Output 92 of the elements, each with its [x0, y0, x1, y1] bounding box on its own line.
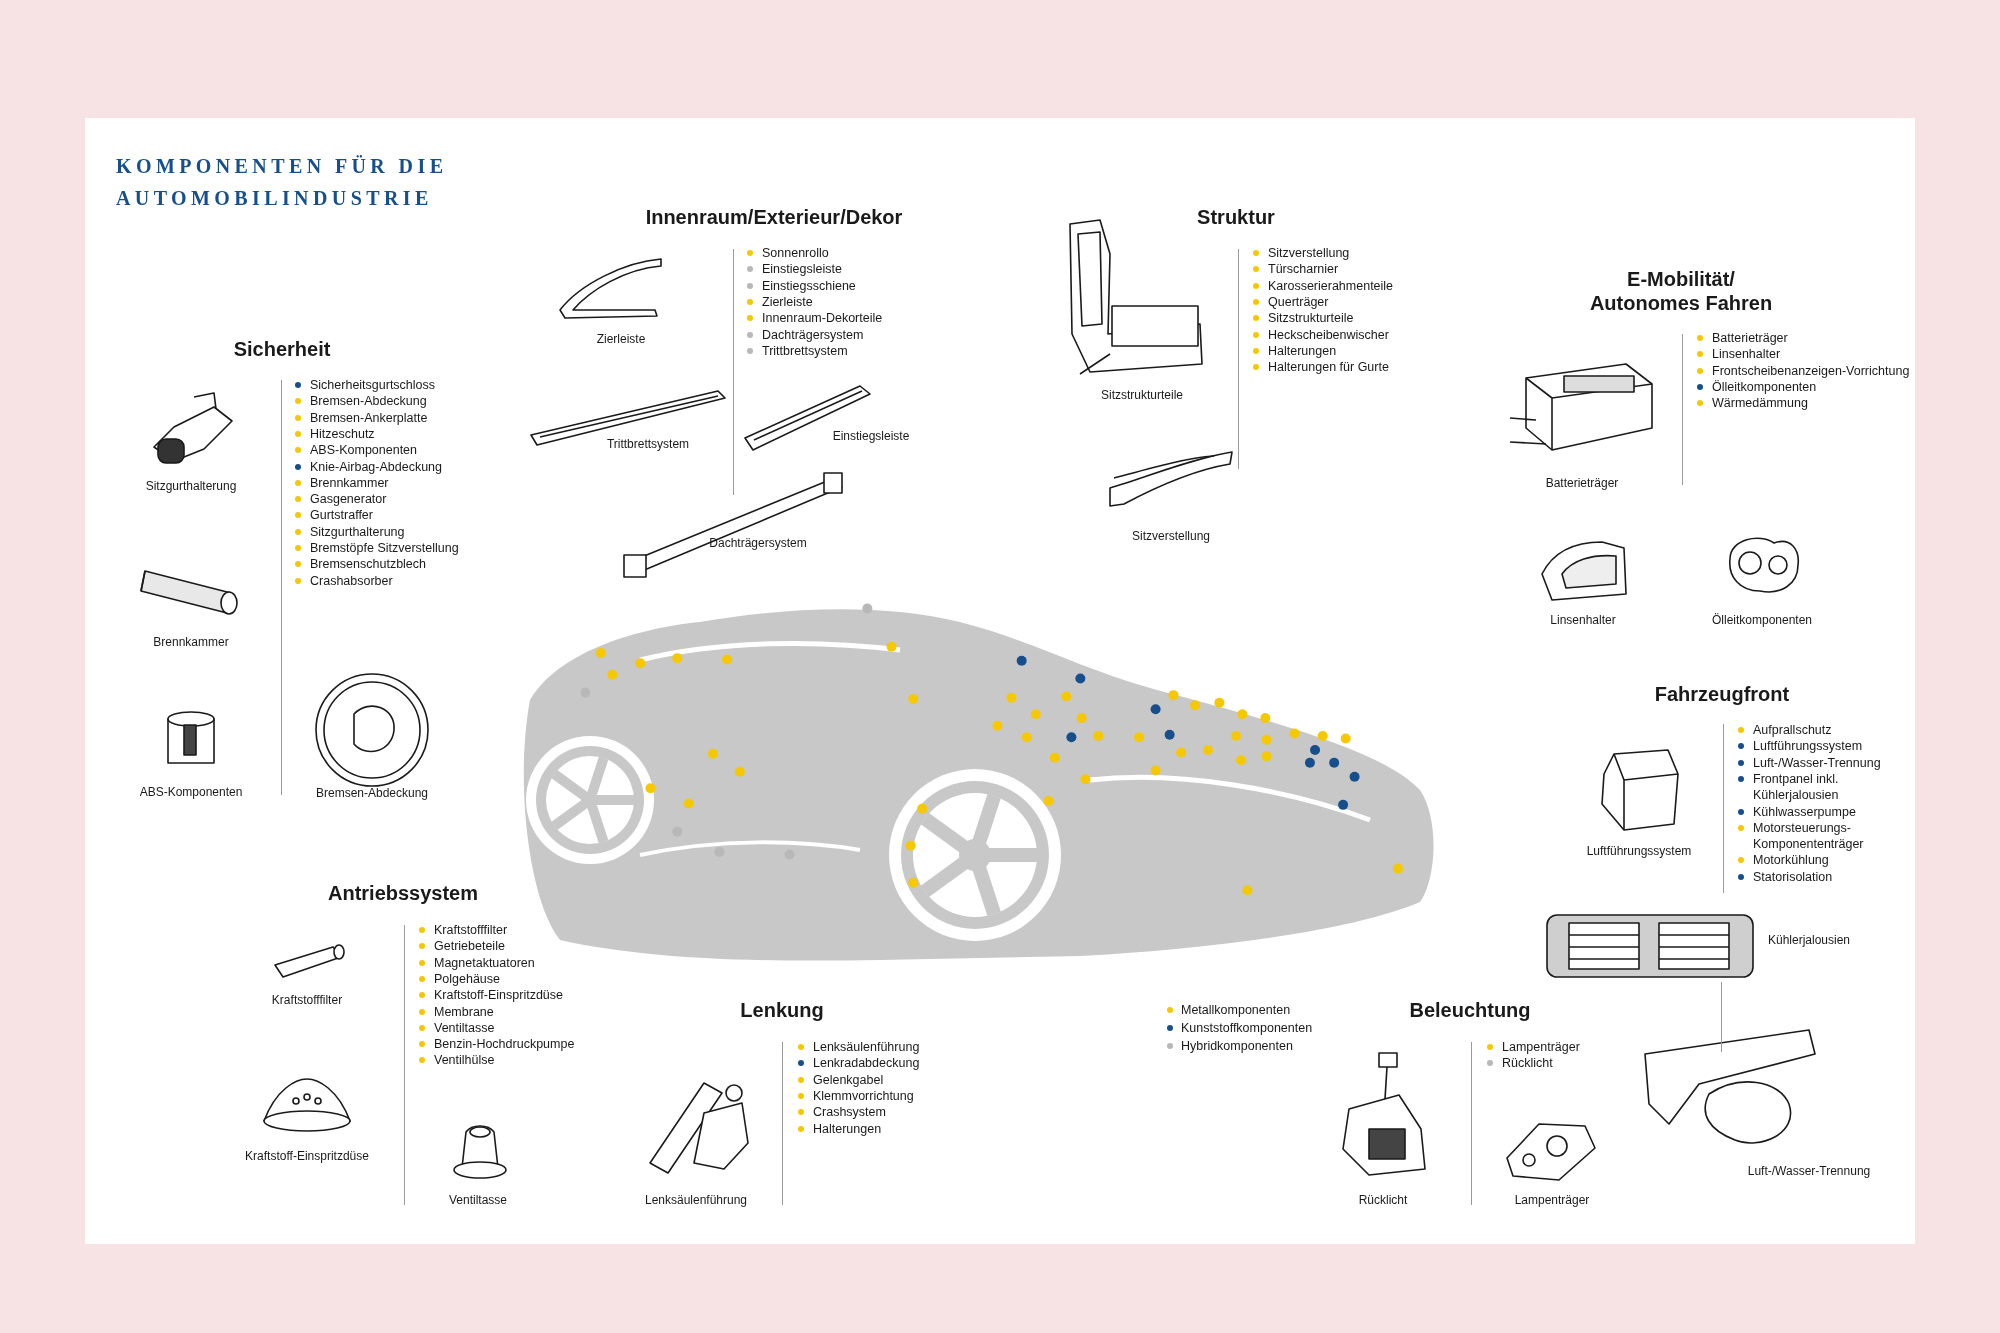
list-item: Benzin-Hochdruckpumpe: [434, 1036, 575, 1053]
list-item: Sitzverstellung: [1268, 245, 1350, 262]
list-item: Sitzgurthalterung: [310, 523, 405, 540]
section-heading: Struktur: [1197, 205, 1275, 229]
section-heading: Antriebssystem: [327, 881, 479, 905]
list-item: Einstiegsschiene: [762, 277, 856, 294]
section-heading: Innenraum/Exterieur/Dekor: [645, 205, 903, 229]
list-item: Kraftstoff-Einspritzdüse: [434, 987, 563, 1004]
part-caption: Linsenhalter: [1550, 612, 1616, 629]
list-item: Motorkühlung: [1753, 852, 1829, 869]
part-caption: Dachträgersystem: [709, 535, 807, 552]
list-item: Halterungen für Gurte: [1268, 359, 1389, 376]
part-caption: Ventiltasse: [449, 1192, 507, 1209]
list-item: Membrane: [434, 1003, 494, 1020]
list-item: Bremstöpfe Sitzverstellung: [310, 540, 459, 557]
list-item: Bremsen-Abdeckung: [310, 393, 427, 410]
list-item: Luftführungssystem: [1753, 738, 1863, 755]
list-item: Sonnenrollo: [762, 245, 829, 262]
part-caption: Sitzgurthalterung: [145, 478, 237, 495]
part-caption: Trittbrettsystem: [606, 436, 690, 453]
list-item: Halterungen: [813, 1120, 882, 1137]
list-item: Knie-Airbag-Abdeckung: [310, 458, 443, 475]
list-item: Aufprallschutz: [1753, 722, 1832, 739]
part-caption: ABS-Komponenten: [139, 784, 243, 801]
section-heading: Sicherheit: [233, 337, 331, 361]
legend-label: Kunststoffkomponenten: [1181, 1019, 1313, 1036]
part-caption: Bremsen-Abdeckung: [315, 785, 429, 802]
list-item: Gasgenerator: [310, 491, 387, 508]
part-caption: Sitzverstellung: [1132, 528, 1210, 545]
list-item: Magnetaktuatoren: [434, 954, 535, 971]
list-item: Ventiltasse: [434, 1019, 495, 1037]
part-caption: Lenksäulenführung: [644, 1192, 748, 1209]
part-caption: Luft-/Wasser-Trennung: [1747, 1163, 1871, 1180]
list-item: Gurtstraffer: [310, 507, 373, 524]
section-heading: Lenkung: [740, 998, 824, 1022]
part-caption: Einstiegsleiste: [832, 428, 910, 445]
list-item: Frontscheibenanzeigen-Vorrichtung: [1712, 362, 1910, 379]
list-item: Ölleitkomponenten: [1712, 378, 1817, 396]
list-item: Luft-/Wasser-Trennung: [1753, 754, 1881, 771]
list-item: Lenksäulenführung: [813, 1039, 920, 1056]
list-item: Kühlwasserpumpe: [1753, 803, 1856, 820]
part-caption: Zierleiste: [596, 331, 646, 348]
list-item: Wärmedämmung: [1712, 395, 1808, 412]
list-item: Frontpanel inkl. Kühlerjalousien: [1753, 770, 1840, 804]
list-item: Halterungen: [1268, 342, 1337, 360]
list-item: Gelenkgabel: [813, 1071, 884, 1088]
list-item: Bremsen-Ankerplatte: [310, 409, 428, 426]
list-item: Karosserierahmenteile: [1268, 277, 1394, 294]
list-item: Crashsystem: [813, 1104, 886, 1121]
list-item: Zierleiste: [762, 293, 813, 311]
list-item: Crashabsorber: [310, 572, 393, 589]
part-caption: Ölleitkomponenten: [1711, 612, 1813, 629]
list-item: Polgehäuse: [434, 970, 501, 988]
list-item: Rücklicht: [1502, 1055, 1553, 1072]
list-item: Statorisolation: [1753, 868, 1833, 885]
list-item: Dachträgersystem: [762, 326, 864, 343]
list-item: Sitzstrukturteile: [1268, 310, 1354, 327]
section-heading: Fahrzeugfront: [1654, 682, 1790, 706]
poster-title: KOMPONENTEN FÜR DIE AUTOMOBILINDUSTRIE: [116, 154, 449, 211]
list-item: Innenraum-Dekorteile: [762, 310, 883, 327]
list-item: ABS-Komponenten: [310, 442, 417, 459]
list-item: Getriebeteile: [434, 938, 505, 955]
section-heading: Beleuchtung: [1409, 998, 1531, 1022]
list-item: Klemmvorrichtung: [813, 1087, 914, 1105]
list-item: Türscharnier: [1268, 261, 1339, 278]
list-item: Brennkammer: [310, 474, 389, 492]
list-item: Hitzeschutz: [310, 425, 375, 443]
list-item: Motorsteuerungs-Komponententräger: [1753, 819, 1865, 853]
list-item: Kraftstofffilter: [434, 922, 508, 939]
part-caption: Batterieträger: [1545, 475, 1619, 492]
list-item: Querträger: [1268, 293, 1329, 311]
list-item: Linsenhalter: [1712, 346, 1781, 363]
list-item: Trittbrettsystem: [762, 342, 848, 360]
part-caption: Luftführungssystem: [1586, 843, 1692, 860]
list-item: Ventilhülse: [434, 1052, 495, 1069]
list-item: Lampenträger: [1502, 1039, 1580, 1056]
section-heading: E-Mobilität/ Autonomes Fahren: [1588, 267, 1774, 315]
part-caption: Kraftstofffilter: [271, 992, 343, 1009]
legend-label: Hybridkomponenten: [1181, 1037, 1293, 1054]
legend-label: Metallkomponenten: [1181, 1002, 1291, 1018]
list-item: Bremsenschutzblech: [310, 556, 427, 573]
list-item: Batterieträger: [1712, 330, 1788, 347]
list-item: Heckscheibenwischer: [1268, 326, 1389, 343]
part-caption: Kraftstoff-Einspritzdüse: [245, 1148, 369, 1165]
part-caption: Rücklicht: [1358, 1192, 1408, 1209]
part-caption: Lampenträger: [1514, 1192, 1590, 1209]
list-item: Lenkradabdeckung: [813, 1055, 920, 1072]
list-item: Einstiegsleiste: [762, 261, 842, 278]
part-caption: Brennkammer: [153, 634, 229, 651]
list-item: Sicherheitsgurtschloss: [310, 377, 436, 394]
part-caption: Sitzstrukturteile: [1101, 387, 1183, 404]
part-caption: Kühlerjalousien: [1767, 932, 1851, 949]
